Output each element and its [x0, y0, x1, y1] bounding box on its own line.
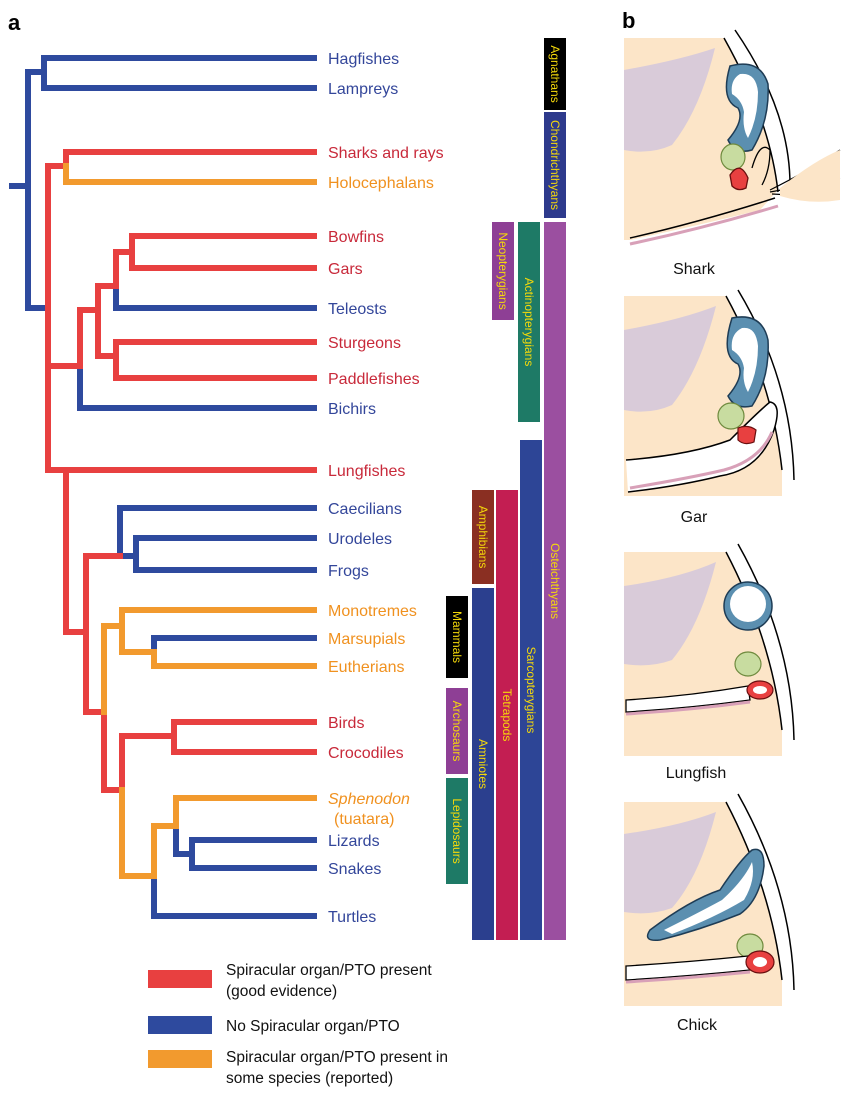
branch-lepidosaur-turtle [122, 790, 154, 876]
clade-label-sarcopterygians: Sarcopterygians [524, 647, 538, 734]
branch-teleosts-stem [116, 286, 314, 308]
gar-spiracle [738, 426, 756, 443]
clade-mammals: Mammals [446, 596, 468, 678]
clade-actinopterygians: Actinopterygians [518, 222, 540, 422]
branches-present [48, 152, 314, 790]
clade-lepidosaurs: Lepidosaurs [446, 778, 468, 884]
taxon-label-caecilians: Caecilians [328, 501, 402, 518]
clade-neopterygians: Neopterygians [492, 222, 514, 320]
taxon-label-sphenodon-common: (tuatara) [334, 811, 394, 828]
clade-bars: Agnathans Chondrichthyans Osteichthyans … [446, 38, 566, 940]
taxon-label-paddlefishes: Paddlefishes [328, 371, 420, 388]
taxon-label-gars: Gars [328, 261, 363, 278]
sketch-chick: Chick [624, 794, 794, 1034]
taxon-label-lizards: Lizards [328, 833, 380, 850]
sketch-shark: Shark [624, 30, 840, 278]
legend-label-present-2: (good evidence) [226, 983, 337, 1000]
legend-label-present-1: Spiracular organ/PTO present [226, 962, 432, 979]
clade-label-neopterygians: Neopterygians [496, 232, 510, 309]
shark-neural-crest-spot [721, 144, 745, 170]
taxon-label-holocephalans: Holocephalans [328, 175, 434, 192]
clade-label-osteichthyans: Osteichthyans [548, 543, 562, 619]
clade-label-amniotes: Amniotes [476, 739, 490, 789]
clade-archosaurs: Archosaurs [446, 688, 468, 774]
taxon-label-bowfins: Bowfins [328, 229, 384, 246]
taxon-label-teleosts: Teleosts [328, 301, 387, 318]
phylogenetic-tree [12, 58, 314, 916]
clade-osteichthyans: Osteichthyans [544, 222, 566, 940]
taxon-label-hagfishes: Hagfishes [328, 51, 399, 68]
lungfish-neural-crest-spot [735, 652, 761, 676]
clade-sarcopterygians: Sarcopterygians [520, 440, 542, 940]
legend-label-absent: No Spiracular organ/PTO [226, 1018, 400, 1035]
clade-label-chondrichthyans: Chondrichthyans [548, 120, 562, 210]
legend-swatch-present [148, 970, 212, 988]
taxon-label-monotremes: Monotremes [328, 603, 417, 620]
taxon-label-sharks: Sharks and rays [328, 145, 444, 162]
legend-swatch-absent [148, 1016, 212, 1034]
taxon-label-lampreys: Lampreys [328, 81, 398, 98]
sketch-label-lungfish: Lungfish [666, 765, 727, 782]
taxon-labels: Hagfishes Lampreys Sharks and rays Holoc… [328, 51, 444, 926]
legend-swatch-some [148, 1050, 212, 1068]
sketch-label-chick: Chick [677, 1017, 718, 1034]
taxon-label-bichirs: Bichirs [328, 401, 376, 418]
panel-letter-b: b [622, 8, 635, 33]
branches-absent [12, 58, 314, 916]
taxon-label-snakes: Snakes [328, 861, 381, 878]
taxon-label-frogs: Frogs [328, 563, 369, 580]
clade-agnathans: Agnathans [544, 38, 566, 110]
taxon-label-birds: Birds [328, 715, 364, 732]
sketch-label-gar: Gar [681, 509, 708, 526]
legend: Spiracular organ/PTO present (good evide… [148, 962, 448, 1087]
taxon-label-turtles: Turtles [328, 909, 376, 926]
sketch-gar: Gar [624, 290, 794, 526]
branch-turtles [154, 876, 314, 916]
clade-tetrapods: Tetrapods [496, 490, 518, 940]
taxon-label-lungfishes: Lungfishes [328, 463, 405, 480]
clade-label-archosaurs: Archosaurs [450, 701, 464, 762]
legend-label-some-2: some species (reported) [226, 1070, 393, 1087]
taxon-label-marsupials: Marsupials [328, 631, 405, 648]
gar-neural-crest-spot [718, 403, 744, 429]
clade-label-mammals: Mammals [450, 611, 464, 663]
clade-label-actinopterygians: Actinopterygians [522, 278, 536, 367]
clade-label-amphibians: Amphibians [476, 506, 490, 569]
taxon-label-eutherians: Eutherians [328, 659, 405, 676]
clade-amphibians: Amphibians [472, 490, 494, 584]
clade-label-tetrapods: Tetrapods [500, 689, 514, 742]
sketch-lungfish: Lungfish [624, 544, 794, 782]
taxon-label-sturgeons: Sturgeons [328, 335, 401, 352]
legend-label-some-1: Spiracular organ/PTO present in [226, 1049, 448, 1066]
clade-chondrichthyans: Chondrichthyans [544, 112, 566, 218]
clade-label-agnathans: Agnathans [548, 45, 562, 102]
panel-letter-a: a [8, 10, 21, 35]
taxon-label-sphenodon: Sphenodon [328, 791, 410, 808]
taxon-label-crocodiles: Crocodiles [328, 745, 404, 762]
sketch-label-shark: Shark [673, 261, 716, 278]
clade-label-lepidosaurs: Lepidosaurs [450, 798, 464, 863]
clade-amniotes: Amniotes [472, 588, 494, 940]
taxon-label-urodeles: Urodeles [328, 531, 392, 548]
branch-holocephalans [66, 166, 314, 182]
